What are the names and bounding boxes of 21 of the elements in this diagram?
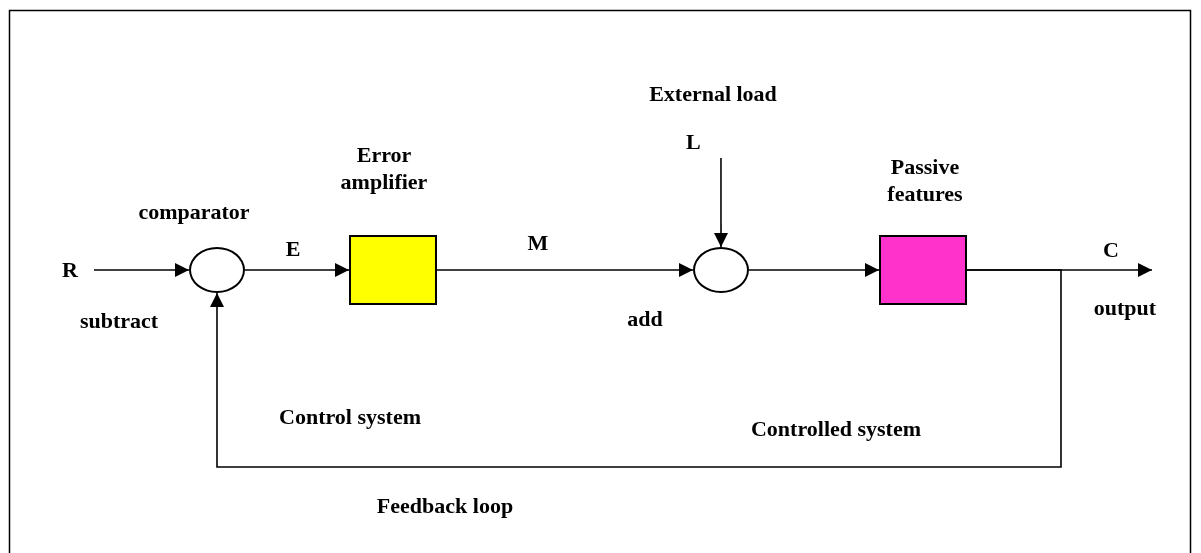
loop-label: Feedback loop <box>375 492 515 519</box>
signal-label: R <box>62 256 78 284</box>
arrow <box>748 263 880 277</box>
block-caption: add <box>626 305 664 332</box>
arrow <box>210 269 1062 468</box>
block-caption: comparator <box>137 198 251 225</box>
block-label: Passive features <box>886 153 964 207</box>
arrow <box>714 157 728 248</box>
section-label: Control system <box>278 403 422 430</box>
block-caption: External load <box>648 80 778 107</box>
arrow <box>244 263 350 277</box>
section-label: Controlled system <box>749 415 923 442</box>
output-label: output <box>1092 294 1158 321</box>
signal-label: L <box>686 128 701 156</box>
edge-label: C <box>1102 236 1120 263</box>
edge-label: M <box>526 229 550 256</box>
arrow <box>93 263 190 277</box>
edge-label: E <box>284 235 302 262</box>
arrow <box>436 263 694 277</box>
block-caption: subtract <box>78 307 160 334</box>
block-label: Error amplifier <box>339 141 429 195</box>
